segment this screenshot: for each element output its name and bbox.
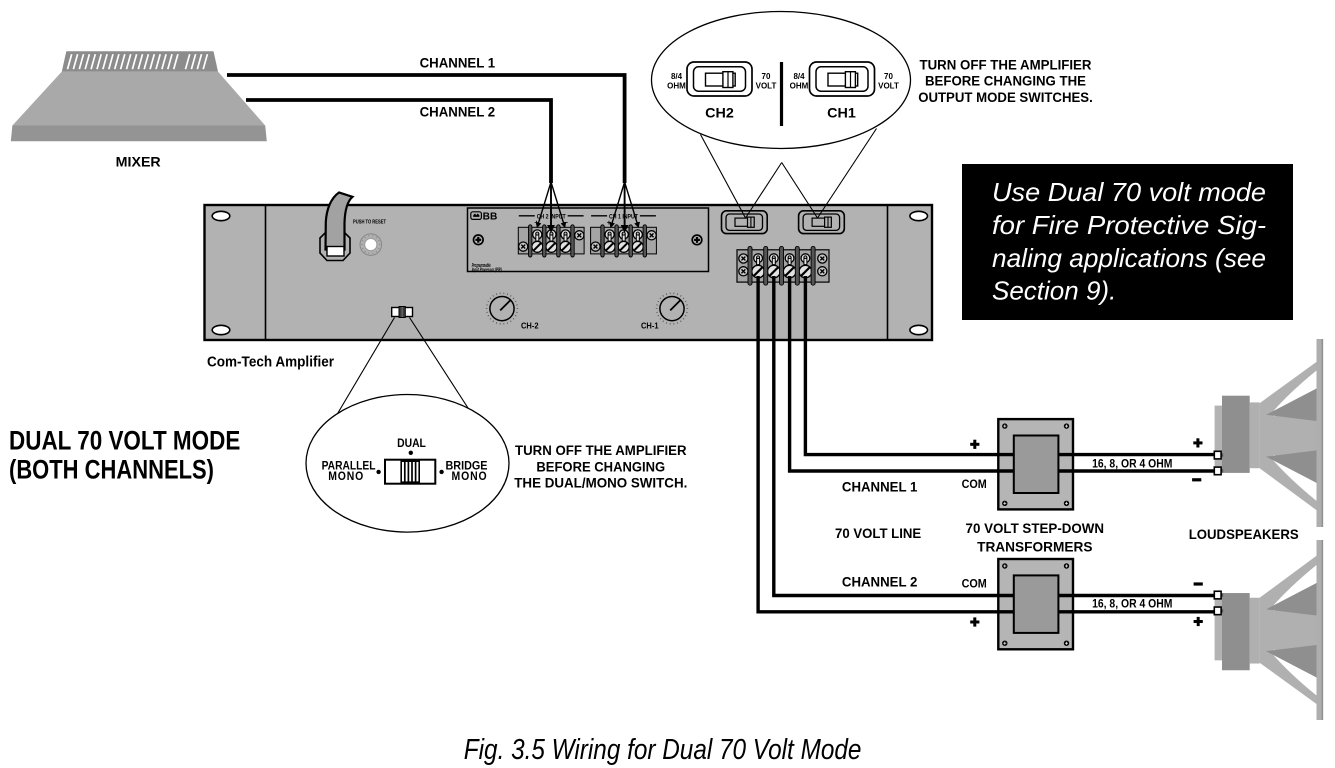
svg-text:CH 1 INPUT: CH 1 INPUT <box>609 214 638 220</box>
svg-text:CHANNEL 1: CHANNEL 1 <box>842 479 918 495</box>
svg-text:OUTPUT MODE SWITCHES.: OUTPUT MODE SWITCHES. <box>918 90 1093 105</box>
svg-text:for Fire Protective Sig-: for Fire Protective Sig- <box>992 210 1266 240</box>
svg-text:THE DUAL/MONO SWITCH.: THE DUAL/MONO SWITCH. <box>514 475 687 490</box>
svg-text:+: + <box>607 218 612 227</box>
svg-text:BB: BB <box>483 211 498 222</box>
svg-text:DUAL 70 VOLT MODE: DUAL 70 VOLT MODE <box>9 426 240 456</box>
svg-text:COM: COM <box>962 577 987 591</box>
svg-text:MONO: MONO <box>328 469 364 483</box>
svg-text:TURN OFF THE AMPLIFIER: TURN OFF THE AMPLIFIER <box>515 443 687 458</box>
svg-text:PARALLEL: PARALLEL <box>322 458 376 472</box>
svg-text:Com-Tech Amplifier: Com-Tech Amplifier <box>207 355 334 371</box>
svg-text:LOUDSPEAKERS: LOUDSPEAKERS <box>1189 526 1299 542</box>
svg-text:16, 8, OR 4 OHM: 16, 8, OR 4 OHM <box>1092 599 1172 611</box>
svg-text:TURN OFF THE AMPLIFIER: TURN OFF THE AMPLIFIER <box>920 57 1092 72</box>
svg-text:70: 70 <box>884 72 893 81</box>
svg-text:70 VOLT STEP-DOWN: 70 VOLT STEP-DOWN <box>966 520 1105 536</box>
svg-text:CHANNEL 2: CHANNEL 2 <box>842 574 918 590</box>
svg-text:Input Processor (PIP): Input Processor (PIP) <box>472 267 502 273</box>
svg-text:MONO: MONO <box>452 469 488 483</box>
svg-text:70: 70 <box>762 72 771 81</box>
svg-text:8/4: 8/4 <box>671 72 683 81</box>
svg-text:BEFORE CHANGING: BEFORE CHANGING <box>536 460 665 475</box>
svg-text:BEFORE CHANGING THE: BEFORE CHANGING THE <box>925 74 1086 89</box>
svg-text:CH-1: CH-1 <box>641 322 659 331</box>
svg-text:CHANNEL 2: CHANNEL 2 <box>420 104 496 120</box>
svg-text:VOLT: VOLT <box>756 82 777 91</box>
svg-text:8/4: 8/4 <box>793 72 805 81</box>
svg-text:CH-2: CH-2 <box>521 322 539 331</box>
svg-text:Section 9).: Section 9). <box>992 276 1116 306</box>
svg-text:naling applications (see: naling applications (see <box>992 243 1266 273</box>
svg-text:COM: COM <box>962 477 987 491</box>
svg-text:OHM: OHM <box>667 82 686 91</box>
svg-text:Use Dual 70 volt mode: Use Dual 70 volt mode <box>992 177 1266 207</box>
svg-text:MIXER: MIXER <box>116 154 161 170</box>
svg-text:(BOTH CHANNELS): (BOTH CHANNELS) <box>9 454 214 484</box>
svg-text:TRANSFORMERS: TRANSFORMERS <box>977 539 1092 555</box>
svg-text:PUSH TO RESET: PUSH TO RESET <box>353 220 387 226</box>
svg-text:Fig. 3.5 Wiring for Dual 70 V: Fig. 3.5 Wiring for Dual 70 Volt Mode <box>464 734 862 766</box>
svg-text:CH1: CH1 <box>827 105 856 121</box>
svg-text:DUAL: DUAL <box>397 436 426 450</box>
svg-text:70 VOLT LINE: 70 VOLT LINE <box>835 525 921 541</box>
svg-text:16, 8, OR 4 OHM: 16, 8, OR 4 OHM <box>1092 458 1172 470</box>
svg-text:BRIDGE: BRIDGE <box>446 458 488 472</box>
svg-text:Programmable: Programmable <box>472 263 491 269</box>
svg-text:CH2: CH2 <box>705 105 734 121</box>
svg-text:OHM: OHM <box>790 82 809 91</box>
svg-text:VOLT: VOLT <box>878 82 899 91</box>
svg-text:CHANNEL 1: CHANNEL 1 <box>420 55 496 71</box>
